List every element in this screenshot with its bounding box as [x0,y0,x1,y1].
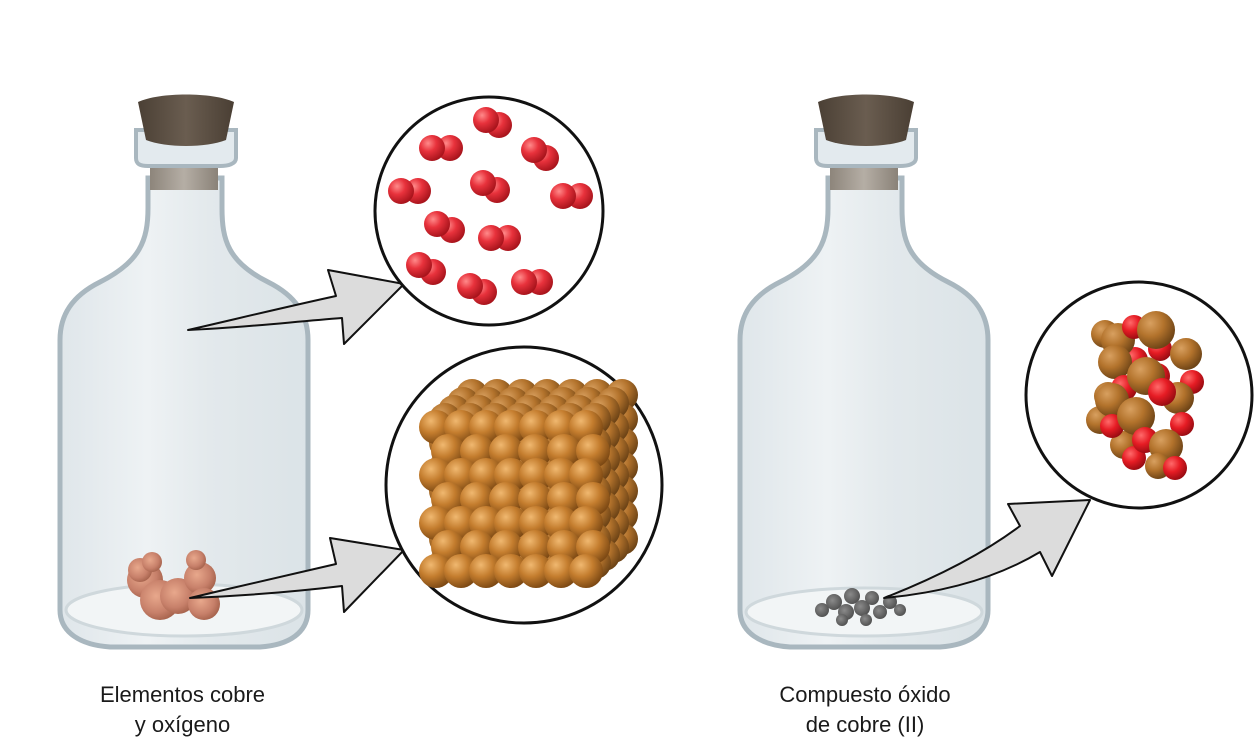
copper-oxide-cluster [1086,311,1204,480]
copper-oxide-powder [815,588,906,626]
caption-compound-line2: de cobre (II) [805,712,925,737]
zoom-circle-copper-oxide [1024,280,1254,510]
zoom-circle-oxygen [373,95,605,327]
copper-nugget [127,550,220,620]
caption-compound-line1: Compuesto óxido [779,682,951,707]
caption-elements-line2: y oxígeno [134,712,231,737]
zoom-circle-copper [384,345,664,625]
oxygen-molecules [388,107,593,305]
copper-lattice[interactable] [419,379,638,588]
bottle-right [737,94,991,650]
caption-elements: Elementos cobre y oxígeno [60,680,305,740]
caption-compound: Compuesto óxido de cobre (II) [740,680,990,740]
arrow-to-copper-oxide [883,499,1091,599]
caption-elements-line1: Elementos cobre [99,682,266,707]
bottle-left [57,94,311,650]
